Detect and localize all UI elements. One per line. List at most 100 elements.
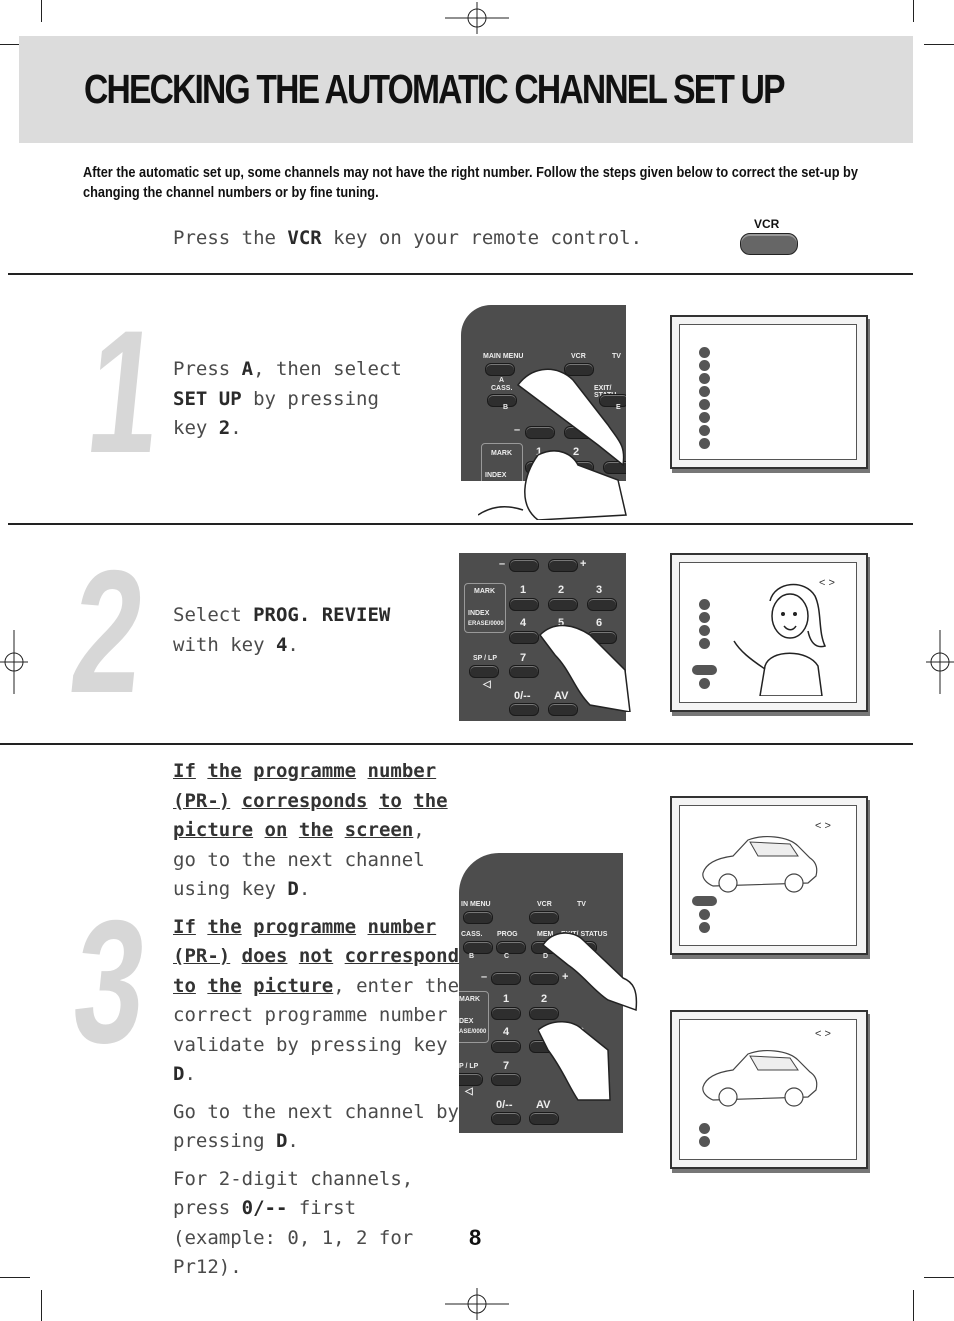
menu-bullet — [699, 399, 710, 410]
crop-mark — [41, 1290, 42, 1321]
crop-mark — [0, 44, 30, 45]
menu-bullet — [699, 678, 710, 689]
remote-key — [491, 1040, 521, 1053]
remote-label: TV — [577, 901, 586, 908]
step-3-text: If the programme number (PR-) correspond… — [173, 760, 494, 1278]
menu-bullet — [699, 438, 710, 449]
menu-bullet — [699, 1123, 710, 1134]
remote-key — [509, 559, 539, 572]
remote-label: 2 — [558, 584, 565, 596]
remote-key — [587, 598, 617, 611]
remote-label: ASE/0000 — [459, 1029, 487, 1035]
mute-icon: ◁ — [465, 1086, 473, 1097]
remote-key — [599, 394, 626, 407]
remote-key — [548, 703, 578, 716]
remote-label: VCR — [537, 901, 552, 908]
remote-label: TV — [612, 353, 621, 360]
remote-label: 1 — [520, 584, 527, 596]
step-number-3: 3 — [65, 885, 156, 1080]
menu-bullet — [699, 922, 710, 933]
remote-key — [496, 941, 526, 954]
remote-key — [459, 1073, 483, 1086]
registration-mark-bottom — [445, 1288, 509, 1320]
remote-label: P / LP — [459, 1063, 479, 1070]
vcr-button-label: VCR — [754, 217, 780, 231]
remote-label: + — [580, 558, 587, 570]
step-2-text: Select PROG. REVIEW with key 4. — [173, 604, 391, 656]
remote-label: 4 — [503, 1026, 510, 1038]
remote-label: MARK — [459, 996, 480, 1003]
remote-label: MAIN MENU — [483, 353, 524, 360]
remote-label: SP / LP — [473, 655, 497, 662]
remote-key — [469, 665, 499, 678]
remote-key — [463, 941, 493, 954]
remote-key — [463, 911, 493, 924]
page-title: CHECKING THE AUTOMATIC CHANNEL SET UP — [84, 66, 785, 112]
crop-mark — [41, 0, 42, 22]
remote-key — [491, 1112, 521, 1125]
registration-mark-right — [926, 630, 954, 694]
remote-label: 0/-- — [496, 1099, 513, 1111]
remote-key — [529, 1112, 559, 1125]
menu-bullet — [699, 625, 710, 636]
remote-key — [485, 363, 515, 376]
menu-bullet — [699, 373, 710, 384]
menu-bullet — [699, 425, 710, 436]
remote-label: EXIT/ STATUS — [561, 931, 608, 938]
remote-key — [529, 1007, 559, 1020]
remote-label: IN MENU — [461, 901, 491, 908]
remote-key — [529, 911, 559, 924]
menu-highlight — [692, 665, 717, 675]
remote-label: – — [481, 971, 488, 983]
remote-label: AV — [536, 1099, 551, 1111]
remote-label: CASS. — [461, 931, 483, 938]
remote-label: ERASE/0000 — [468, 621, 504, 627]
remote-label: 2 — [541, 993, 548, 1005]
registration-mark-left — [0, 630, 28, 694]
remote-key — [603, 461, 626, 474]
tv-screen-1 — [670, 315, 868, 469]
mark-index-panel — [459, 991, 489, 1043]
menu-bullet — [699, 612, 710, 623]
page-number: 8 — [469, 1225, 482, 1250]
menu-bullet — [699, 412, 710, 423]
remote-label: B — [469, 953, 475, 960]
remote-label: – — [499, 558, 506, 570]
remote-label: MARK — [474, 588, 495, 595]
remote-label: CASS. — [491, 385, 513, 392]
remote-key — [509, 631, 539, 644]
remote-label: DEX — [459, 1018, 474, 1025]
divider — [0, 743, 913, 745]
remote-label: VCR — [571, 353, 586, 360]
step-number-2: 2 — [63, 535, 154, 730]
pressing-hand-illustration — [539, 624, 631, 712]
remote-label: 7 — [520, 652, 527, 664]
crop-mark — [924, 44, 954, 45]
vcr-instruction: Press the VCR key on your remote control… — [173, 227, 643, 249]
remote-label: E — [616, 404, 621, 411]
registration-mark-top — [445, 2, 509, 34]
crop-mark — [924, 1277, 954, 1278]
menu-bullet — [699, 1136, 710, 1147]
remote-key — [564, 363, 594, 376]
remote-label: INDEX — [468, 610, 490, 617]
remote-label: B — [503, 404, 509, 411]
menu-bullet — [699, 347, 710, 358]
tv-screen-3: < > — [670, 796, 868, 955]
remote-key — [491, 1073, 521, 1086]
step-1-text: Press A, then select SET UP by pressing … — [173, 358, 402, 439]
tv-screen-4: < > — [670, 1010, 868, 1169]
divider — [8, 523, 913, 525]
header-band — [19, 36, 913, 143]
remote-label: MEM — [537, 931, 554, 938]
remote-label: 5 — [558, 617, 565, 629]
intro-text: After the automatic set up, some channel… — [83, 165, 858, 201]
tv-arrows: < > — [815, 820, 831, 832]
remote-label: MARK — [491, 450, 512, 457]
remote-label: 2 — [573, 446, 580, 458]
remote-key — [548, 598, 578, 611]
menu-bullet — [699, 599, 710, 610]
menu-bullet — [699, 360, 710, 371]
vcr-button — [740, 233, 798, 255]
menu-highlight — [692, 896, 717, 906]
